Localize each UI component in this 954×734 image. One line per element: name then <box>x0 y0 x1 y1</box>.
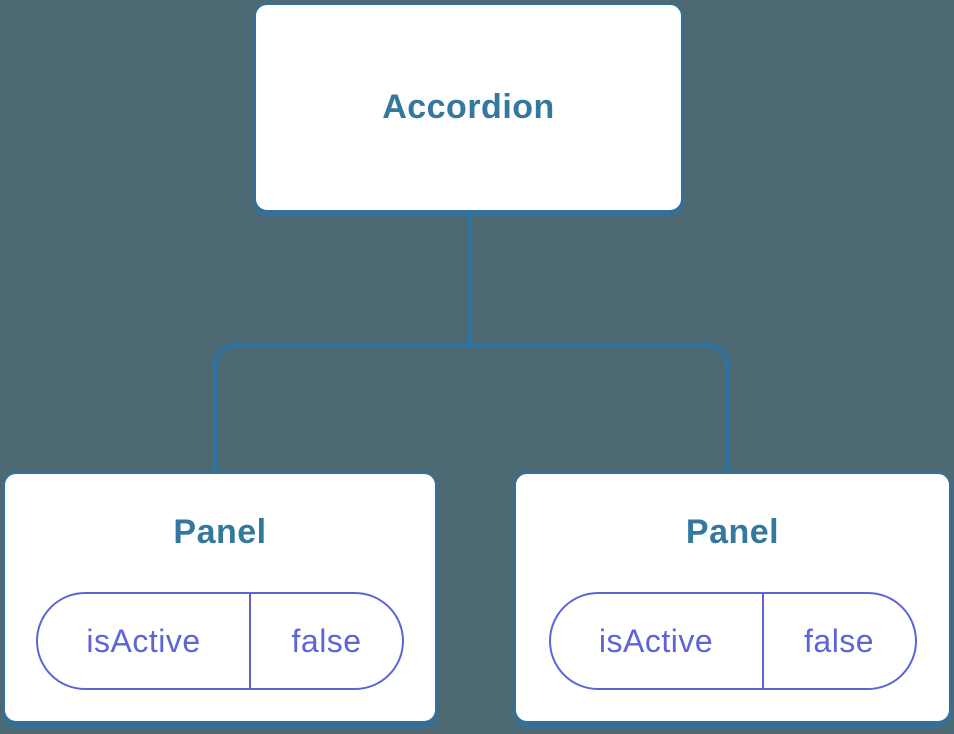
panel-node-label: Panel <box>173 513 267 551</box>
accordion-node: Accordion <box>254 3 683 212</box>
state-name: isActive <box>598 622 714 659</box>
state-value: false <box>761 594 915 688</box>
panel-node-right: Panel isActive false <box>514 472 951 723</box>
connector-bracket <box>213 343 730 474</box>
state-value: false <box>249 594 402 688</box>
accordion-node-label: Accordion <box>382 88 555 126</box>
panel-node-left: Panel isActive false <box>3 472 437 723</box>
state-pill: isActive false <box>548 592 917 690</box>
panel-node-label: Panel <box>685 513 780 551</box>
state-pill: isActive false <box>36 592 404 690</box>
state-name: isActive <box>86 622 201 659</box>
